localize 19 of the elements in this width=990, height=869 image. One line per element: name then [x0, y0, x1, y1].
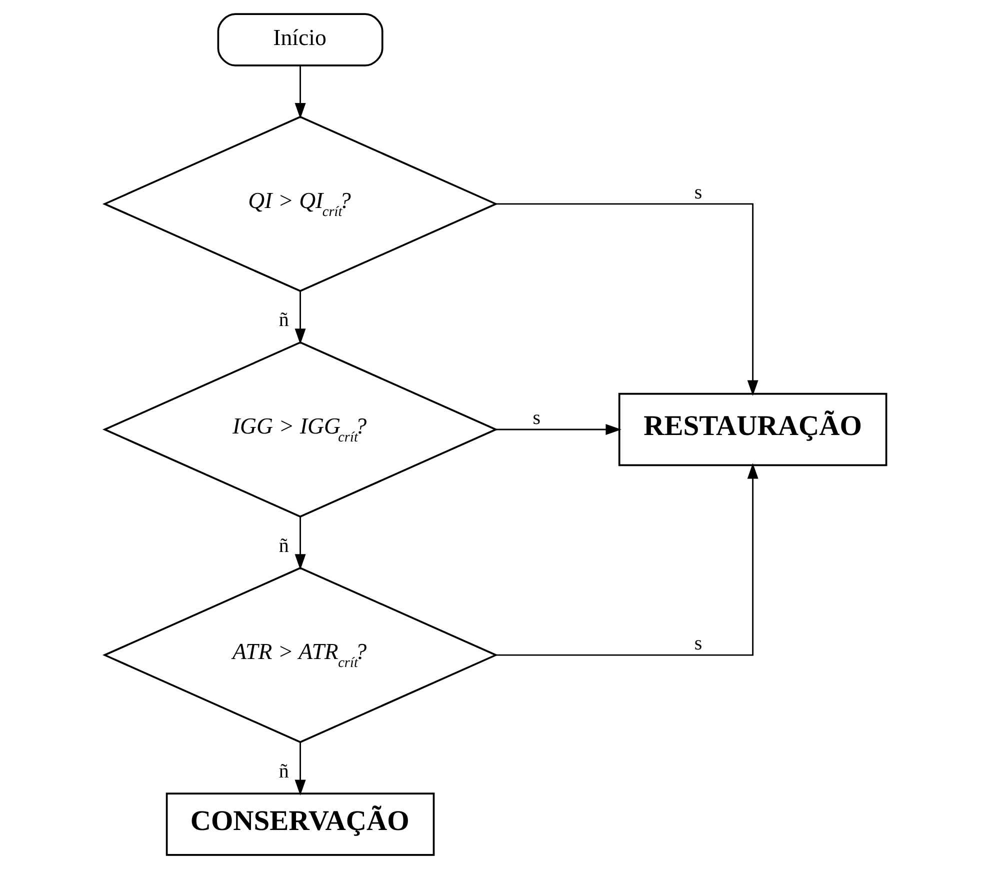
- arrow: [294, 516, 306, 570]
- node-diamond: QI > QI$_{crít}$?: [102, 116, 498, 292]
- node-diamond: ATR > ATR$_{crít}$?: [102, 566, 498, 744]
- node-box: RESTAURAÇÃO: [618, 392, 887, 466]
- arrow: [294, 742, 306, 796]
- edge-label: ñ: [278, 309, 288, 332]
- node-diamond: IGG > IGG$_{crít}$?: [102, 341, 498, 518]
- edge-label: s: [694, 632, 702, 655]
- edge-label: s: [532, 407, 540, 430]
- arrow: [294, 291, 306, 344]
- edge-label: ñ: [278, 760, 288, 783]
- arrow: [496, 463, 758, 656]
- arrow: [496, 424, 621, 435]
- edge-label: s: [694, 182, 702, 204]
- arrow: [294, 66, 306, 119]
- node-box: CONSERVAÇÃO: [165, 792, 434, 856]
- node-box: Início: [216, 13, 383, 66]
- arrow: [496, 203, 758, 396]
- edge-label: ñ: [278, 534, 288, 557]
